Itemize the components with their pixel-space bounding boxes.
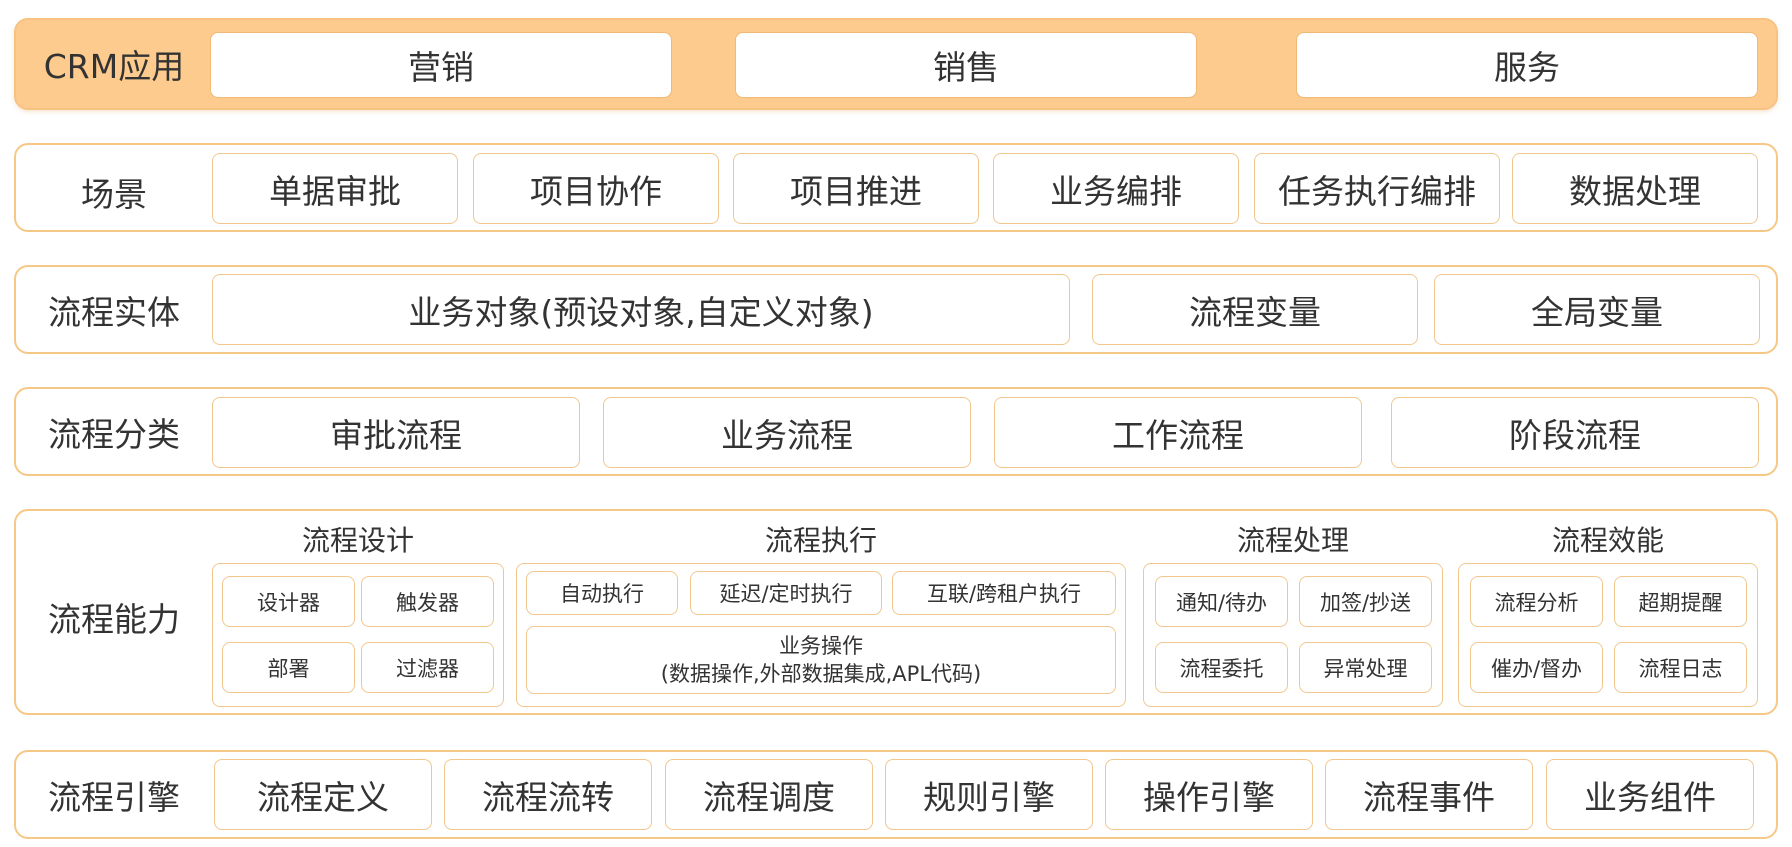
- efficiency-process-log-box: 流程日志: [1614, 642, 1747, 693]
- crm-application-layer: CRM应用 营销 销售 服务: [14, 18, 1778, 110]
- design-trigger-box: 触发器: [361, 576, 494, 627]
- process-execution-title: 流程执行: [764, 524, 877, 557]
- crm-service-box: 服务: [1296, 32, 1758, 98]
- entity-business-object: 业务对象(预设对象,自定义对象): [212, 274, 1070, 345]
- process-efficiency-group: 流程分析 超期提醒 催办/督办 流程日志: [1458, 563, 1758, 707]
- engine-process-flow: 流程流转: [444, 759, 652, 830]
- category-business-process: 业务流程: [603, 397, 971, 468]
- handling-add-sign-cc-box: 加签/抄送: [1299, 576, 1432, 627]
- process-category-label: 流程分类: [48, 414, 180, 454]
- design-filter-box: 过滤器: [361, 642, 494, 693]
- execution-delayed-scheduled-box: 延迟/定时执行: [690, 571, 882, 615]
- process-execution-group: 自动执行 延迟/定时执行 互联/跨租户执行 业务操作 (数据操作,外部数据集成,…: [516, 563, 1126, 707]
- category-approval-process: 审批流程: [212, 397, 580, 468]
- business-operation-title: 业务操作: [779, 634, 863, 658]
- entity-global-variable: 全局变量: [1434, 274, 1760, 345]
- engine-process-definition: 流程定义: [214, 759, 432, 830]
- execution-business-operation-box: 业务操作 (数据操作,外部数据集成,APL代码): [526, 626, 1116, 694]
- process-design-group: 设计器 触发器 部署 过滤器: [212, 563, 504, 707]
- process-entity-label: 流程实体: [48, 292, 180, 332]
- scenario-business-orchestration: 业务编排: [993, 153, 1239, 224]
- scenario-task-execution-orchestration: 任务执行编排: [1254, 153, 1500, 224]
- engine-operation-engine: 操作引擎: [1105, 759, 1313, 830]
- efficiency-analysis-box: 流程分析: [1470, 576, 1603, 627]
- entity-process-variable: 流程变量: [1092, 274, 1418, 345]
- category-stage-process: 阶段流程: [1391, 397, 1759, 468]
- process-handling-group: 通知/待办 加签/抄送 流程委托 异常处理: [1143, 563, 1443, 707]
- design-deploy-box: 部署: [222, 642, 355, 693]
- scenario-label: 场景: [81, 174, 147, 214]
- execution-auto-box: 自动执行: [526, 571, 678, 615]
- handling-exception-box: 异常处理: [1299, 642, 1432, 693]
- handling-delegation-box: 流程委托: [1155, 642, 1288, 693]
- business-operation-detail: (数据操作,外部数据集成,APL代码): [660, 662, 982, 686]
- crm-sales-box: 销售: [735, 32, 1197, 98]
- process-engine-layer: 流程引擎 流程定义 流程流转 流程调度 规则引擎 操作引擎 流程事件 业务组件: [14, 750, 1778, 839]
- engine-process-event: 流程事件: [1325, 759, 1533, 830]
- scenario-project-advancement: 项目推进: [733, 153, 979, 224]
- process-entity-layer: 流程实体 业务对象(预设对象,自定义对象) 流程变量 全局变量: [14, 265, 1778, 354]
- process-design-title: 流程设计: [301, 524, 414, 557]
- efficiency-urge-supervise-box: 催办/督办: [1470, 642, 1603, 693]
- process-capability-label: 流程能力: [48, 600, 180, 639]
- crm-application-label: CRM应用: [43, 47, 185, 86]
- design-designer-box: 设计器: [222, 576, 355, 627]
- scenario-document-approval: 单据审批: [212, 153, 458, 224]
- process-engine-label: 流程引擎: [48, 777, 180, 817]
- handling-notify-todo-box: 通知/待办: [1155, 576, 1288, 627]
- execution-interconnect-cross-tenant-box: 互联/跨租户执行: [892, 571, 1116, 615]
- crm-marketing-box: 营销: [210, 32, 672, 98]
- scenario-layer: 场景 单据审批 项目协作 项目推进 业务编排 任务执行编排 数据处理: [14, 143, 1778, 232]
- process-capability-layer: 流程能力 流程设计 设计器 触发器 部署 过滤器 流程执行 自动执行 延迟/定时…: [14, 509, 1778, 715]
- process-category-layer: 流程分类 审批流程 业务流程 工作流程 阶段流程: [14, 387, 1778, 476]
- process-handling-title: 流程处理: [1236, 524, 1349, 557]
- category-work-process: 工作流程: [994, 397, 1362, 468]
- engine-rule-engine: 规则引擎: [885, 759, 1093, 830]
- engine-business-component: 业务组件: [1546, 759, 1754, 830]
- scenario-project-collaboration: 项目协作: [473, 153, 719, 224]
- efficiency-overdue-reminder-box: 超期提醒: [1614, 576, 1747, 627]
- engine-process-scheduling: 流程调度: [665, 759, 873, 830]
- process-efficiency-title: 流程效能: [1551, 524, 1664, 557]
- scenario-data-processing: 数据处理: [1512, 153, 1758, 224]
